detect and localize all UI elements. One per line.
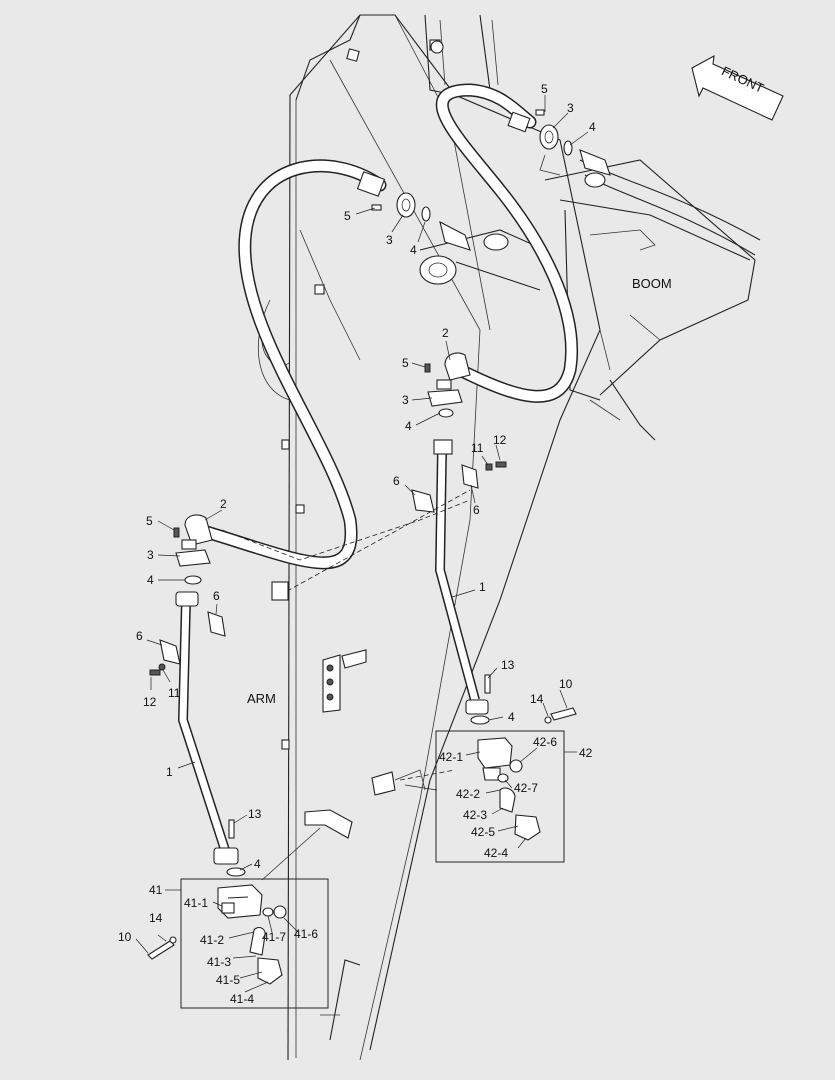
callout-3: 3 xyxy=(147,548,154,562)
arm-brackets xyxy=(271,581,426,839)
callout-41-5: 41-5 xyxy=(216,973,240,987)
callout-4: 4 xyxy=(405,419,412,433)
pipe-left xyxy=(149,514,246,877)
hose-left-loop xyxy=(193,159,387,570)
assembly-41-box xyxy=(147,878,329,1009)
callout-1: 1 xyxy=(479,580,486,594)
callout-10: 10 xyxy=(118,930,132,944)
dashed-guides xyxy=(221,489,471,781)
callout-42-4: 42-4 xyxy=(484,846,508,860)
callout-41: 41 xyxy=(149,883,163,897)
callout-42: 42 xyxy=(579,746,593,760)
callout-10: 10 xyxy=(559,677,573,691)
mid-fitting-group xyxy=(356,171,509,251)
callout-5: 5 xyxy=(541,82,548,96)
assembly-42-box xyxy=(435,707,577,863)
callout-1: 1 xyxy=(166,765,173,779)
hose-right-loop xyxy=(435,83,578,403)
callout-4: 4 xyxy=(410,243,417,257)
arm-label: ARM xyxy=(247,691,276,706)
callout-14: 14 xyxy=(530,692,544,706)
callout-6: 6 xyxy=(136,629,143,643)
callout-4: 4 xyxy=(589,120,596,134)
callout-labels: 5 3 4 5 3 4 2 5 3 4 11 12 6 6 1 13 4 10 … xyxy=(118,82,596,1006)
front-direction-arrow: FRONT xyxy=(691,55,784,121)
callout-6: 6 xyxy=(213,589,220,603)
callout-13: 13 xyxy=(248,807,262,821)
callout-41-1: 41-1 xyxy=(184,896,208,910)
callout-42-6: 42-6 xyxy=(533,735,557,749)
callout-11: 11 xyxy=(471,441,484,455)
callout-11: 11 xyxy=(168,686,181,700)
callout-5: 5 xyxy=(344,209,351,223)
callout-6: 6 xyxy=(393,474,400,488)
callout-42-3: 42-3 xyxy=(463,808,487,822)
callout-6: 6 xyxy=(473,503,480,517)
callout-4: 4 xyxy=(254,857,261,871)
callout-5: 5 xyxy=(146,514,153,528)
callout-14: 14 xyxy=(149,911,163,925)
callout-41-4: 41-4 xyxy=(230,992,254,1006)
boom-structure xyxy=(539,154,761,441)
callout-42-7: 42-7 xyxy=(514,781,538,795)
callout-41-7: 41-7 xyxy=(262,930,286,944)
callout-5: 5 xyxy=(402,356,409,370)
callout-4: 4 xyxy=(147,573,154,587)
callout-13: 13 xyxy=(501,658,515,672)
callout-12: 12 xyxy=(143,695,157,709)
boom-label: BOOM xyxy=(632,276,672,291)
callout-42-1: 42-1 xyxy=(439,750,463,764)
callout-2: 2 xyxy=(442,326,449,340)
callout-41-6: 41-6 xyxy=(294,927,318,941)
callout-42-2: 42-2 xyxy=(456,787,480,801)
callout-2: 2 xyxy=(220,497,227,511)
callout-41-3: 41-3 xyxy=(207,955,231,969)
callout-3: 3 xyxy=(567,101,574,115)
callout-4: 4 xyxy=(508,710,515,724)
callout-42-5: 42-5 xyxy=(471,825,495,839)
callout-3: 3 xyxy=(386,233,393,247)
callout-3: 3 xyxy=(402,393,409,407)
callout-12: 12 xyxy=(493,433,507,447)
top-fitting-group xyxy=(507,109,611,188)
callout-41-2: 41-2 xyxy=(200,933,224,947)
leader-lines xyxy=(135,95,589,993)
pipe-right xyxy=(411,352,507,725)
